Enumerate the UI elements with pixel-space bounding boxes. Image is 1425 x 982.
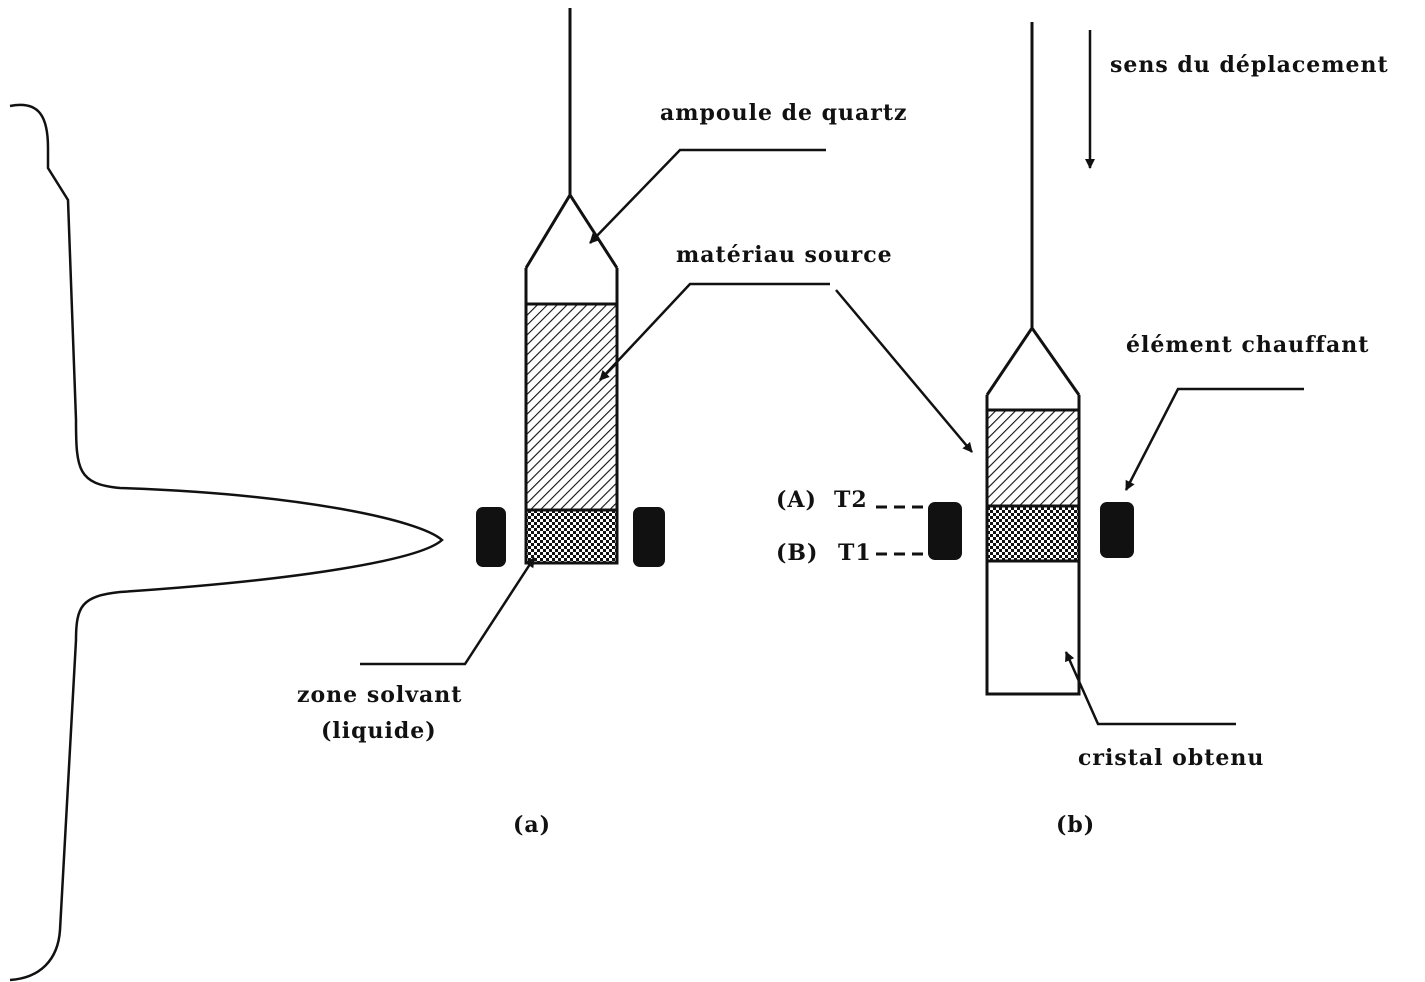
heater-left-b xyxy=(928,502,962,560)
label-source-material: matériau source xyxy=(676,242,893,268)
source-material-b xyxy=(985,408,1081,508)
pointer-heater-b xyxy=(1124,387,1304,491)
label-direction: sens du déplacement xyxy=(1110,52,1389,78)
label-solvent-zone-line1: zone solvant xyxy=(297,682,462,708)
label-heating-element: élément chauffant xyxy=(1126,332,1369,358)
label-quartz-ampoule: ampoule de quartz xyxy=(660,100,908,126)
source-material-a xyxy=(524,302,619,512)
label-temp-t1: T1 xyxy=(838,540,872,566)
label-panel-b: (b) xyxy=(1056,812,1095,838)
pointer-source-b xyxy=(835,289,973,453)
pointer-crystal xyxy=(1064,651,1236,726)
solvent-zone-a xyxy=(524,508,619,565)
solvent-zone-b xyxy=(985,504,1081,563)
pointer-solvent-a xyxy=(360,557,536,666)
ampoule-b xyxy=(985,22,1081,696)
ampoule-a xyxy=(524,8,619,565)
pointer-source-a xyxy=(599,282,830,381)
heater-right-b xyxy=(1100,502,1134,558)
heater-right-a xyxy=(633,507,665,567)
label-crystal: cristal obtenu xyxy=(1078,745,1264,771)
label-solvent-zone-line2: (liquide) xyxy=(321,718,437,744)
pointer-quartz xyxy=(589,148,826,244)
temperature-profile-curve xyxy=(9,103,444,982)
label-point-a: (A) xyxy=(776,487,817,513)
heater-left-a xyxy=(476,507,506,567)
label-temp-t2: T2 xyxy=(834,487,868,513)
label-panel-a: (a) xyxy=(513,812,551,838)
label-point-b: (B) xyxy=(776,540,818,566)
grown-crystal-b xyxy=(985,559,1081,696)
